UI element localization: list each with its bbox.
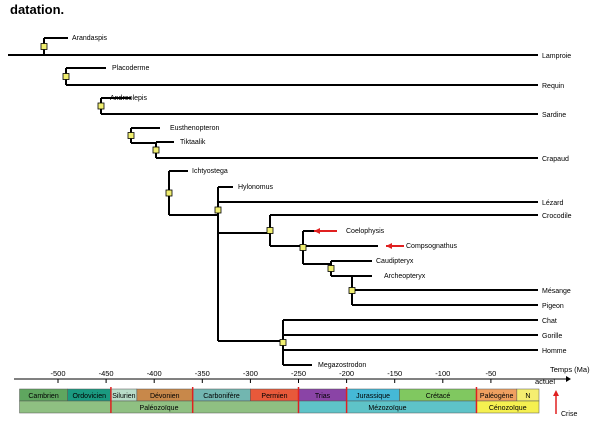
page-heading: datation.	[10, 2, 65, 17]
fossil-label-archeopteryx: Archeopteryx	[384, 273, 426, 280]
axis-tick-label-8: -100	[435, 369, 450, 378]
leaf-label-crapaud: Crapaud	[542, 156, 569, 163]
leaf-label-homme: Homme	[542, 348, 567, 355]
period-label-0: Cambrien	[28, 393, 58, 400]
axis-tick-label-6: -200	[339, 369, 354, 378]
crisis-arrow-coelophysis-head	[314, 228, 320, 234]
period-label-5: Permien	[261, 393, 287, 400]
node-marker-8	[299, 244, 307, 251]
leaf-label-mesange: Mésange	[542, 288, 571, 295]
fossil-label-arandaspis: Arandaspis	[72, 35, 108, 42]
axis-tick-label-0: -500	[50, 369, 65, 378]
period-label-2: Silurien	[112, 393, 135, 400]
leaf-label-crocodile: Crocodile	[542, 213, 572, 220]
legend-crisis-arrowhead	[553, 390, 559, 396]
leaf-label-lamproie: Lamproie	[542, 53, 571, 60]
axis-tick-label-4: -300	[243, 369, 258, 378]
period-label-7: Jurassique	[356, 393, 390, 400]
period-label-3: Dévonien	[150, 393, 180, 400]
period-label-6: Trias	[315, 393, 331, 400]
leaf-label-sardine: Sardine	[542, 112, 566, 119]
period-label-4: Carbonifère	[203, 393, 240, 400]
fossil-label-megazostrodon: Megazostrodon	[318, 362, 366, 369]
node-marker-0	[40, 43, 48, 50]
era-label-1: Mézozoïque	[368, 405, 406, 412]
fossil-label-caudipteryx: Caudipteryx	[376, 258, 414, 265]
fossil-label-andreolepis: Andreolepis	[110, 95, 147, 102]
axis-tick-label-3: -350	[195, 369, 210, 378]
leaf-label-lezard: Lézard	[542, 200, 564, 207]
legend-crisis-label: Crise	[561, 411, 577, 418]
axis-tick-label-7: -150	[387, 369, 402, 378]
fossil-label-hylonomus: Hylonomus	[238, 184, 274, 191]
node-marker-4	[152, 146, 160, 154]
node-marker-11	[279, 339, 287, 346]
axis-unit-label: Temps (Ma)	[550, 365, 590, 374]
node-marker-7	[266, 227, 274, 234]
period-label-1: Ordovicien	[73, 393, 107, 400]
node-marker-2	[97, 102, 105, 110]
fossil-label-ichtyostega: Ichtyostega	[192, 168, 228, 175]
fossil-label-eusthenopteron: Eusthenopteron	[170, 125, 220, 132]
period-label-8: Crétacé	[426, 393, 451, 400]
era-label-2: Cénozoïque	[489, 405, 527, 412]
axis-tick-label-9: -50	[485, 369, 496, 378]
axis-tick-label-2: -400	[147, 369, 162, 378]
crisis-arrow-compsognathus-head	[386, 243, 392, 249]
node-marker-10	[348, 287, 356, 294]
era-label-0: Paléozoïque	[140, 405, 179, 412]
node-marker-9	[327, 265, 335, 272]
fossil-label-tiktaalik: Tiktaalik	[180, 139, 206, 146]
leaf-label-gorille: Gorille	[542, 333, 562, 340]
axis-arrowhead	[566, 376, 571, 382]
node-marker-1	[62, 73, 70, 80]
axis-tick-label-5: -250	[291, 369, 306, 378]
node-marker-6	[214, 206, 222, 214]
fossil-label-placoderme: Placoderme	[112, 65, 149, 72]
fossil-label-compsognathus: Compsognathus	[406, 243, 457, 250]
axis-now-label: actuel	[535, 377, 555, 386]
period-label-10: N	[525, 393, 530, 400]
period-label-9: Paléogène	[480, 393, 514, 400]
fossil-label-coelophysis: Coelophysis	[346, 228, 385, 235]
leaf-label-pigeon: Pigeon	[542, 303, 564, 310]
leaf-label-requin: Requin	[542, 83, 564, 90]
leaf-label-chat: Chat	[542, 318, 557, 325]
node-marker-3	[127, 132, 135, 139]
node-marker-5	[165, 189, 173, 197]
axis-tick-label-1: -450	[99, 369, 114, 378]
